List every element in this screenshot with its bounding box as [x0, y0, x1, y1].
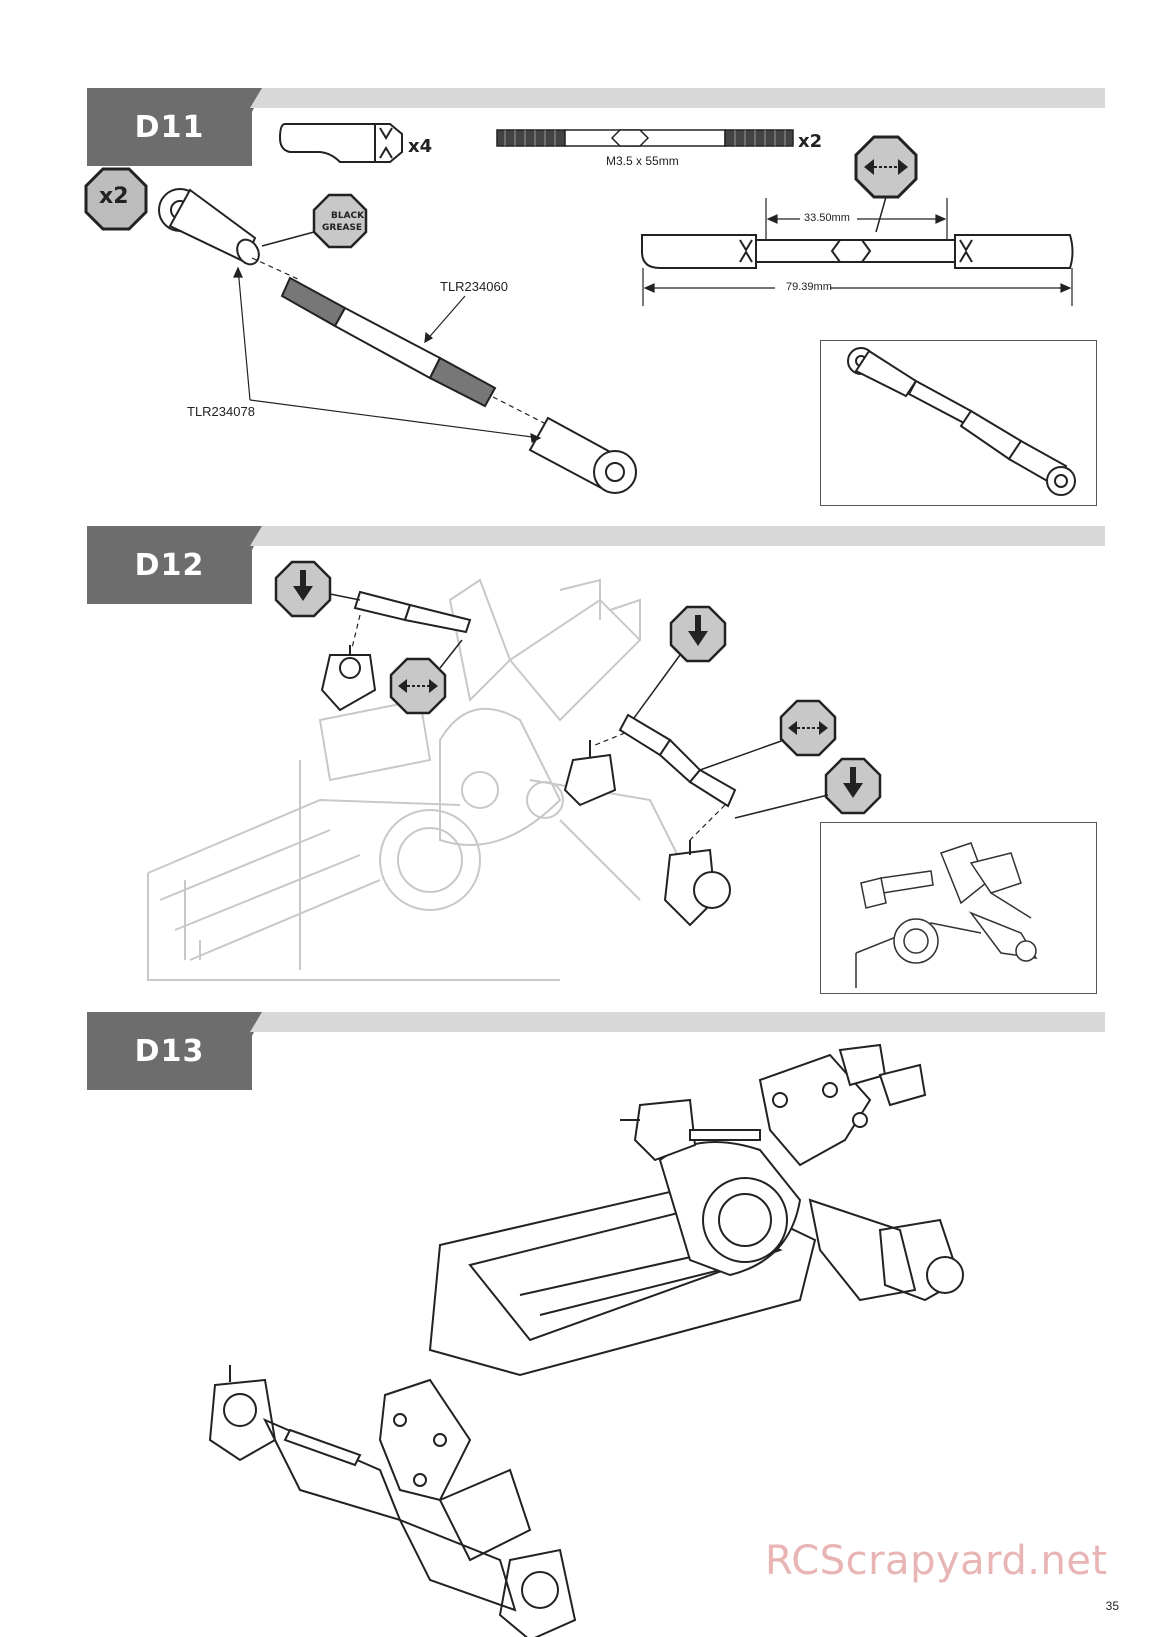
multiplier-text: x2 [99, 184, 129, 209]
part-number-rod-end: TLR234078 [187, 404, 255, 419]
turnbuckle-exploded [280, 276, 497, 408]
step-label-d12: D12 [87, 526, 264, 604]
turnbuckle-quantity: x2 [798, 131, 823, 152]
step-header-bar-d11 [250, 88, 1105, 108]
watermark: RCScrapyard.net [765, 1538, 1108, 1584]
d12-turnbuckles [353, 590, 737, 808]
step-header-bar-d13 [250, 1012, 1105, 1032]
d11-inset-assembled-view [820, 340, 1097, 506]
turnbuckle-icon [496, 129, 794, 147]
d12-assembly-diagram [147, 560, 882, 981]
d13-rear-shock-tower [758, 1053, 872, 1167]
turnbuckle-size-label: M3.5 x 55mm [606, 154, 679, 168]
press-down-badge-1 [274, 560, 332, 618]
assembled-turnbuckle [641, 234, 1074, 269]
part-number-turnbuckle: TLR234060 [440, 279, 508, 294]
adjust-length-badge [854, 135, 918, 199]
dimension-inner: 33.50mm [804, 212, 850, 224]
dimension-overall: 79.39mm [786, 281, 832, 293]
d11-parts-diagram [84, 123, 1074, 494]
adjust-length-badge-d12-left [389, 657, 447, 715]
step-label-d11: D11 [87, 88, 264, 166]
grease-label-line1: BLACK [331, 211, 365, 221]
d12-hubs [320, 645, 731, 927]
d12-inset-assembled-view [820, 822, 1097, 994]
multiplier-badge [84, 167, 148, 231]
rod-end-lower [528, 416, 637, 494]
grease-label-line2: GREASE [322, 223, 363, 233]
grease-badge [312, 193, 368, 249]
rod-end-upper [158, 188, 260, 266]
rod-end-quantity: x4 [408, 136, 433, 157]
press-down-badge-2 [669, 605, 727, 663]
page-number: 35 [1105, 1599, 1119, 1613]
press-down-badge-3 [824, 757, 882, 815]
step-label-d13: D13 [87, 1012, 264, 1090]
rod-end-icon [278, 123, 403, 163]
adjust-length-badge-d12-right [779, 699, 837, 757]
step-header-bar-d12 [250, 526, 1105, 546]
